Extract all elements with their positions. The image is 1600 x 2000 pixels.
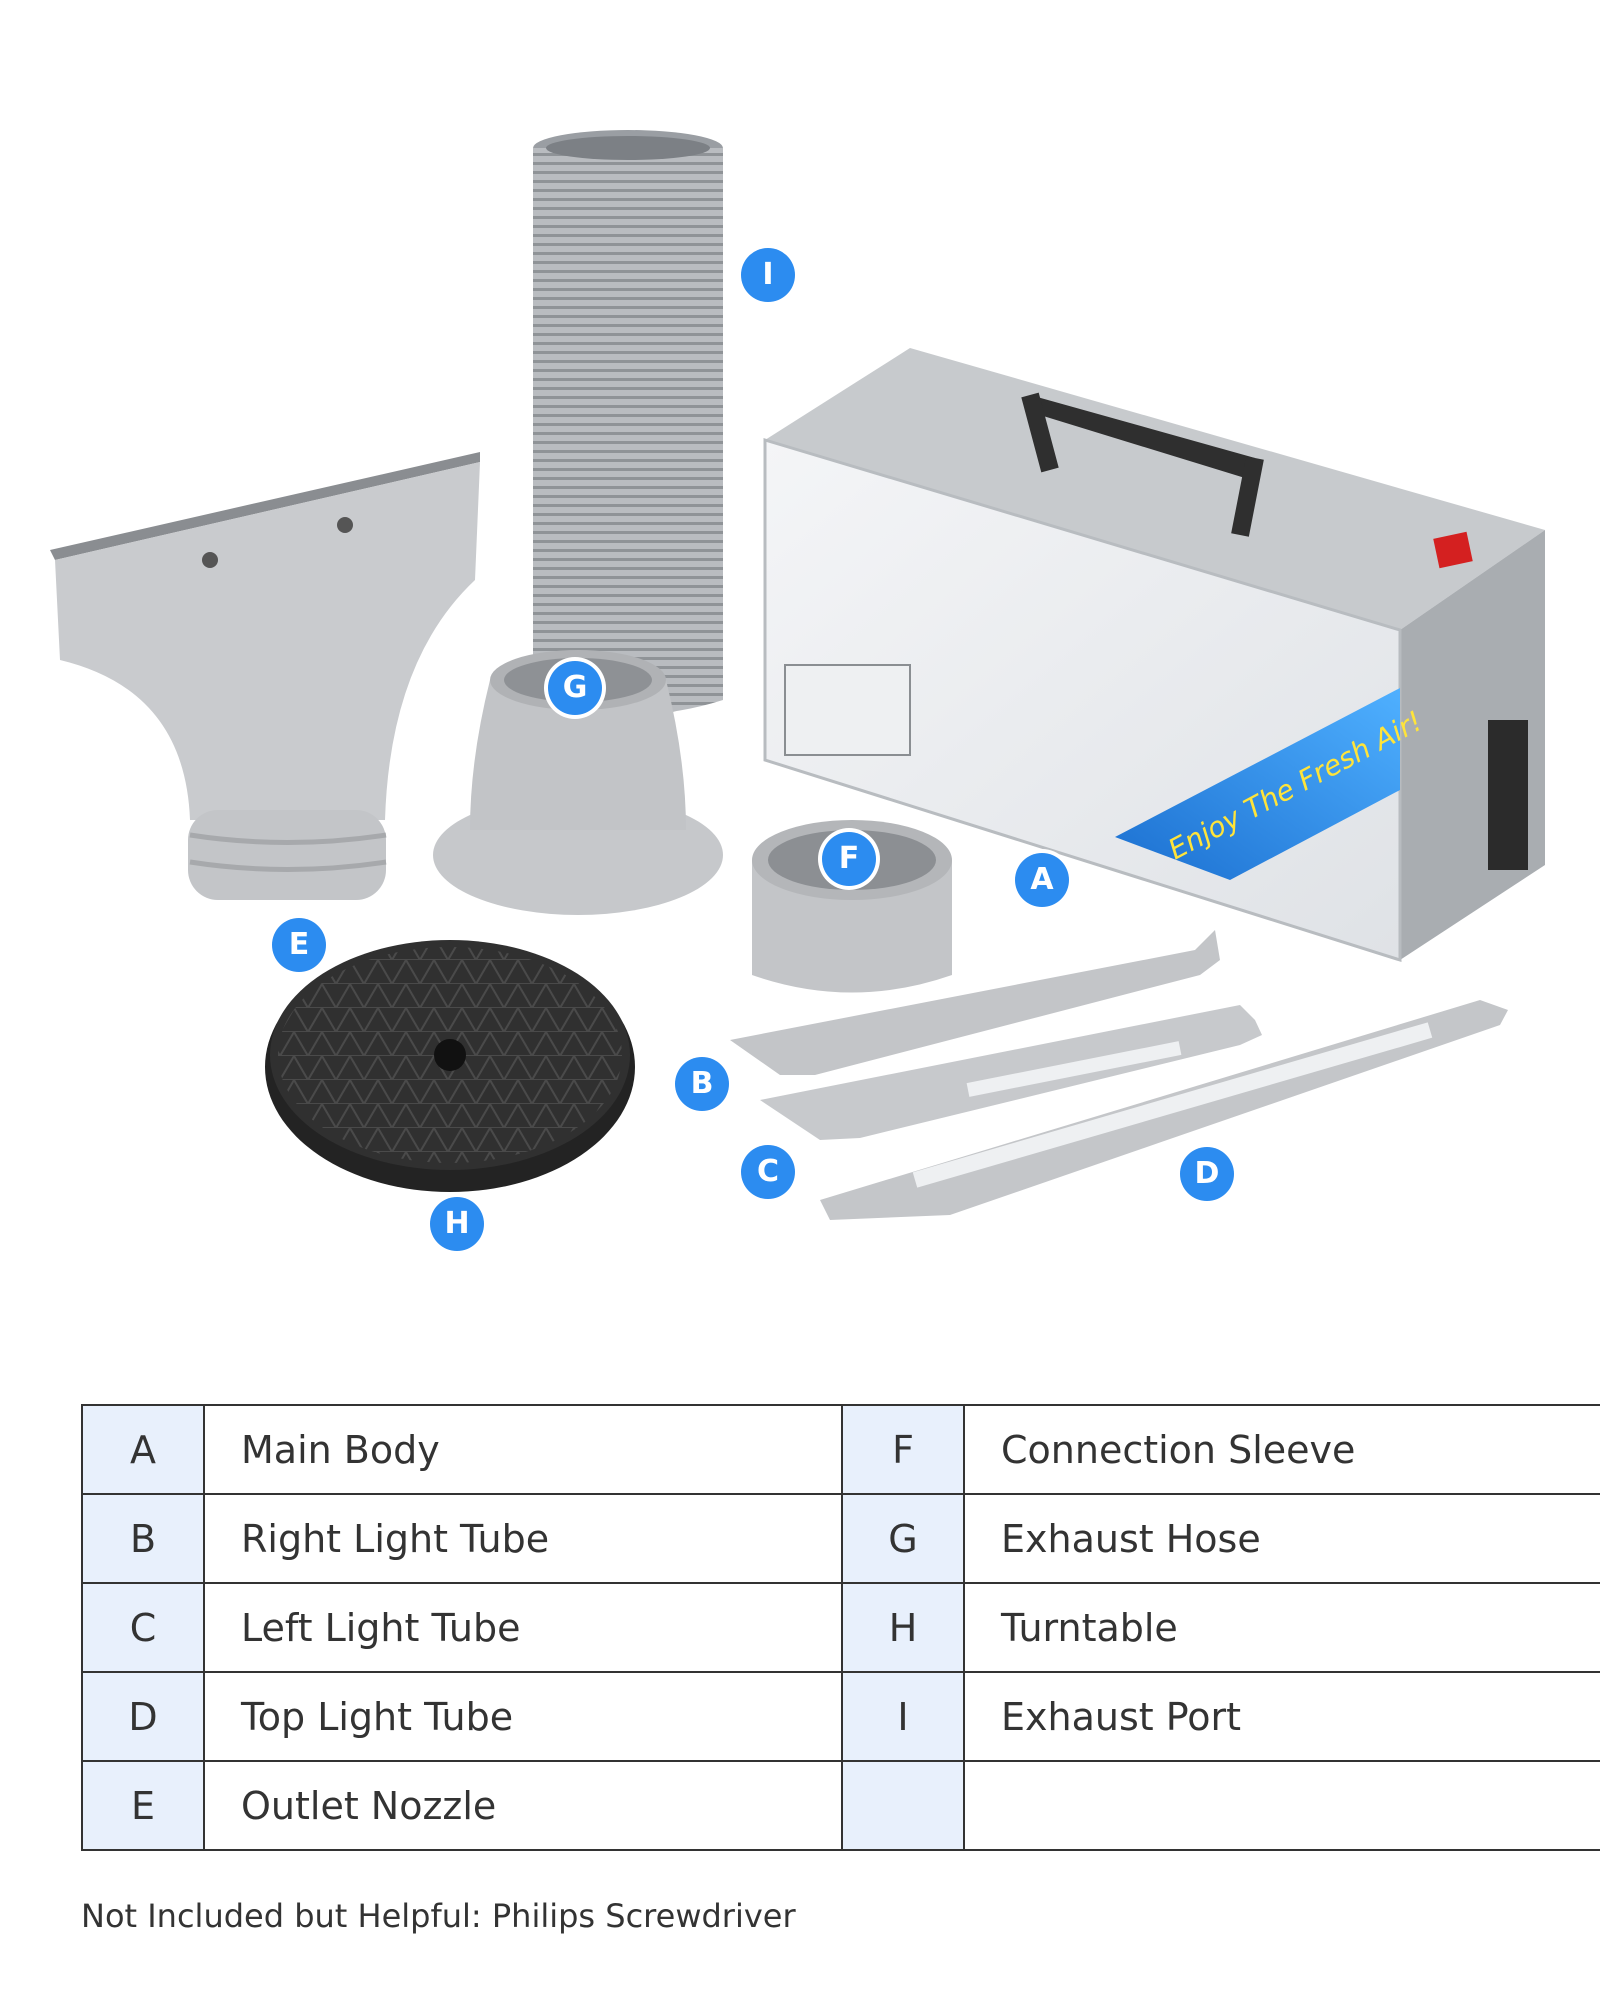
callout-badge-a: A [1015, 853, 1069, 907]
part-key: F [841, 1404, 965, 1495]
parts-table: A Main Body F Connection Sleeve B Right … [81, 1404, 1600, 1851]
part-key: G [841, 1493, 965, 1584]
part-label-empty [963, 1760, 1600, 1851]
helpful-tools-note: Not Included but Helpful: Philips Screwd… [81, 1897, 796, 1935]
turntable [265, 940, 635, 1192]
part-key: A [81, 1404, 205, 1495]
part-label: Exhaust Port [963, 1671, 1600, 1762]
product-illustration: Enjoy The Fresh Air! [50, 130, 1545, 1220]
table-row: B Right Light Tube G Exhaust Hose [81, 1493, 1600, 1584]
light-tubes [730, 930, 1508, 1220]
product-photo: Enjoy The Fresh Air! I [50, 130, 1545, 1251]
part-key: I [841, 1671, 965, 1762]
part-label: Top Light Tube [203, 1671, 843, 1762]
callout-badge-f: F [822, 832, 876, 886]
part-key: D [81, 1671, 205, 1762]
table-row: E Outlet Nozzle [81, 1760, 1600, 1851]
part-key: H [841, 1582, 965, 1673]
part-label: Turntable [963, 1582, 1600, 1673]
callout-badge-i: I [741, 248, 795, 302]
part-label: Left Light Tube [203, 1582, 843, 1673]
part-label: Connection Sleeve [963, 1404, 1600, 1495]
table-row: D Top Light Tube I Exhaust Port [81, 1671, 1600, 1762]
part-key: E [81, 1760, 205, 1851]
part-label: Main Body [203, 1404, 843, 1495]
main-body-booth: Enjoy The Fresh Air! [763, 348, 1545, 963]
part-key: B [81, 1493, 205, 1584]
table-row: A Main Body F Connection Sleeve [81, 1404, 1600, 1495]
callout-badge-e: E [272, 918, 326, 972]
callout-badge-d: D [1180, 1147, 1234, 1201]
part-label: Right Light Tube [203, 1493, 843, 1584]
part-label: Outlet Nozzle [203, 1760, 843, 1851]
part-key: C [81, 1582, 205, 1673]
table-row: C Left Light Tube H Turntable [81, 1582, 1600, 1673]
exhaust-port-hose [533, 130, 723, 715]
part-label: Exhaust Hose [963, 1493, 1600, 1584]
callout-badge-b: B [675, 1057, 729, 1111]
callout-badge-g: G [548, 661, 602, 715]
outlet-nozzle [50, 452, 480, 900]
part-key-empty [841, 1760, 965, 1851]
callout-badge-h: H [430, 1197, 484, 1251]
callout-badge-c: C [741, 1145, 795, 1199]
